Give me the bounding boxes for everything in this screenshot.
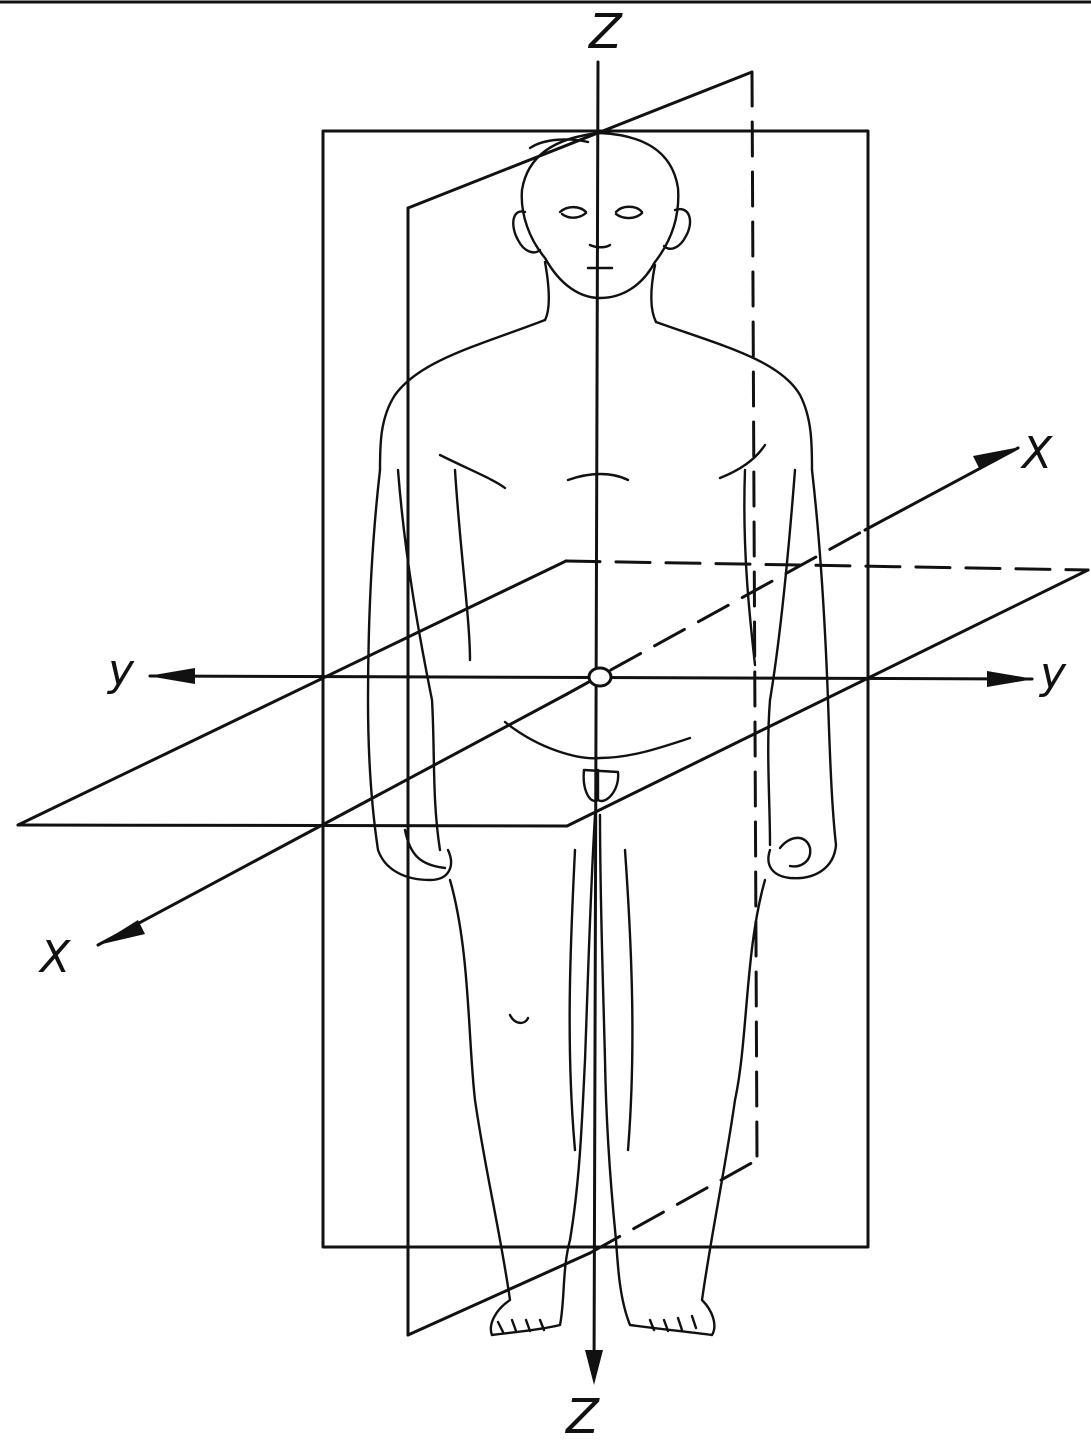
human-figure — [366, 131, 838, 1337]
z-bottom-label: Z — [564, 1389, 600, 1440]
y-right-label: y — [1038, 648, 1067, 699]
z-axis — [585, 60, 603, 1385]
horizontal-plane — [16, 559, 1090, 828]
z-top-label: Z — [587, 4, 623, 60]
y-left-label: y — [106, 645, 135, 696]
origin-point — [587, 666, 613, 688]
x-axis — [96, 446, 1020, 947]
x-right-label: X — [1020, 428, 1053, 479]
x-left-label: X — [38, 932, 71, 983]
sagittal-plane — [406, 70, 759, 1337]
